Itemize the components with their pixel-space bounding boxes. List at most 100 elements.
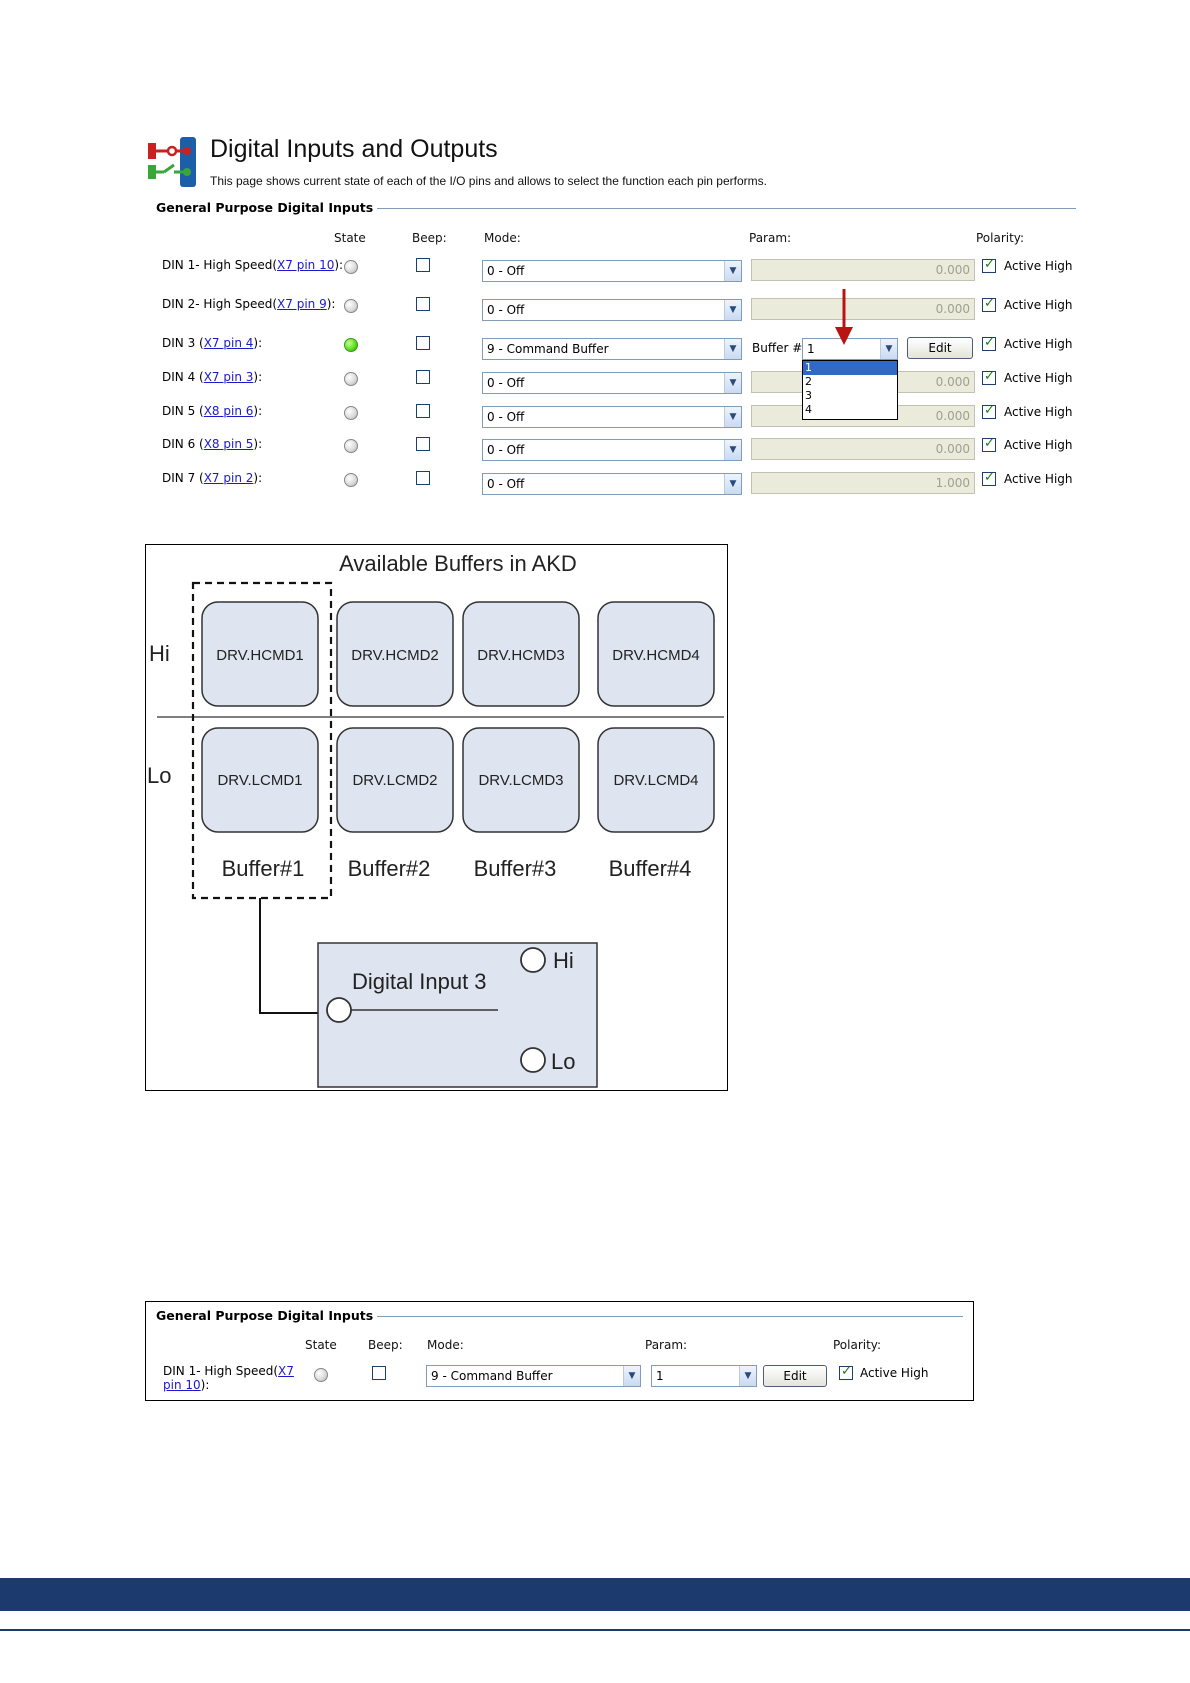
din-label: DIN 2- High Speed(X7 pin 9): — [162, 297, 336, 311]
pin-link[interactable]: X7 pin 3 — [203, 370, 254, 384]
lo-label: Lo — [147, 763, 171, 788]
pin-link[interactable]: X7 pin 4 — [203, 336, 254, 350]
beep-checkbox[interactable] — [416, 370, 430, 384]
pin-link[interactable]: X7 pin 10 — [277, 258, 335, 272]
active-high-checkbox[interactable] — [982, 403, 996, 419]
polarity-label: Active High — [860, 1366, 929, 1380]
chevron-down-icon: ▼ — [739, 1366, 756, 1386]
beep-checkbox[interactable] — [416, 297, 430, 311]
chevron-down-icon: ▼ — [724, 339, 741, 359]
pin-link[interactable]: X8 pin 5 — [203, 437, 254, 451]
mode-select[interactable]: 0 - Off▼ — [482, 299, 742, 321]
beep-checkbox[interactable] — [416, 404, 430, 418]
mode-select[interactable]: 9 - Command Buffer▼ — [482, 338, 742, 360]
input-lo-label: Lo — [551, 1049, 575, 1074]
chevron-down-icon: ▼ — [623, 1366, 640, 1386]
mode-select[interactable]: 9 - Command Buffer▼ — [426, 1365, 641, 1387]
buffers-diagram: Available Buffers in AKD Hi Lo DRV.HCMD1… — [145, 544, 728, 1091]
buffer-option[interactable]: 2 — [805, 375, 812, 388]
buffer-select[interactable]: 1▼ — [802, 338, 898, 360]
lcmd4-box — [597, 727, 715, 833]
chevron-down-icon: ▼ — [724, 373, 741, 393]
active-high-checkbox[interactable] — [982, 257, 996, 273]
lcmd1-text: DRV.LCMD1 — [217, 772, 302, 789]
polarity-label: Active High — [1004, 438, 1073, 452]
param-field[interactable]: 0.000 — [751, 259, 975, 281]
param-field[interactable]: 1.000 — [751, 472, 975, 494]
diagram-title: Available Buffers in AKD — [339, 551, 577, 576]
hcmd4-text: DRV.HCMD4 — [612, 647, 700, 664]
col-mode-header: Mode: — [484, 231, 521, 245]
state-led — [344, 473, 358, 487]
digital-inputs-example-panel: General Purpose Digital Inputs State Bee… — [145, 1301, 974, 1401]
beep-checkbox[interactable] — [416, 437, 430, 451]
buffer4-label: Buffer#4 — [609, 856, 692, 881]
din-label: DIN 3 (X7 pin 4): — [162, 336, 263, 350]
state-led — [344, 299, 358, 313]
group-divider — [336, 1316, 963, 1317]
din-row-6: DIN 6 (X8 pin 5): 0 - Off▼ 0.000 Active … — [146, 433, 1076, 463]
lcmd1-box — [201, 727, 319, 833]
col-beep-header: Beep: — [412, 231, 447, 245]
din-row-2: DIN 2- High Speed(X7 pin 9): 0 - Off▼ 0.… — [146, 293, 1076, 323]
polarity-label: Active High — [1004, 337, 1073, 351]
mode-select[interactable]: 0 - Off▼ — [482, 260, 742, 282]
buffer3-label: Buffer#3 — [474, 856, 557, 881]
hcmd3-text: DRV.HCMD3 — [477, 647, 565, 664]
edit-button[interactable]: Edit — [907, 337, 973, 359]
digital-input-title: Digital Input 3 — [352, 969, 487, 994]
col-beep-header: Beep: — [368, 1338, 403, 1352]
pin-link[interactable]: X7 pin 9 — [277, 297, 327, 311]
digital-inputs-group: General Purpose Digital Inputs State Bee… — [146, 200, 1076, 500]
beep-checkbox[interactable] — [372, 1366, 386, 1380]
param-field[interactable]: 0.000 — [751, 438, 975, 460]
beep-checkbox[interactable] — [416, 258, 430, 272]
mode-select[interactable]: 0 - Off▼ — [482, 372, 742, 394]
state-led-active — [344, 338, 358, 352]
din-row-1: DIN 1- High Speed(X7 pin 10): 0 - Off▼ 0… — [146, 254, 1076, 284]
active-high-checkbox[interactable] — [839, 1364, 853, 1380]
io-logo-icon — [148, 137, 196, 187]
active-high-checkbox[interactable] — [982, 470, 996, 486]
beep-checkbox[interactable] — [416, 471, 430, 485]
pin-link[interactable]: X7 pin 2 — [203, 471, 254, 485]
buffer-option[interactable]: 1 — [803, 361, 897, 375]
hcmd2-box — [336, 601, 454, 707]
chevron-down-icon: ▼ — [724, 300, 741, 320]
col-param-header: Param: — [749, 231, 792, 245]
edit-button[interactable]: Edit — [763, 1365, 827, 1387]
buffer-option[interactable]: 4 — [805, 403, 812, 416]
red-arrow-icon — [835, 289, 853, 345]
active-high-checkbox[interactable] — [982, 369, 996, 385]
din-row-5: DIN 5 (X8 pin 6): 0 - Off▼ 0.000 Active … — [146, 400, 1076, 430]
din-label: DIN 5 (X8 pin 6): — [162, 404, 263, 418]
polarity-label: Active High — [1004, 298, 1073, 312]
page-description: This page shows current state of each of… — [210, 174, 767, 188]
param-field[interactable]: 0.000 — [751, 298, 975, 320]
param-select[interactable]: 1▼ — [651, 1365, 757, 1387]
mode-select[interactable]: 0 - Off▼ — [482, 473, 742, 495]
buffer-option[interactable]: 3 — [805, 389, 812, 402]
hcmd1-text: DRV.HCMD1 — [216, 647, 304, 664]
mode-select[interactable]: 0 - Off▼ — [482, 406, 742, 428]
input-hi-label: Hi — [553, 948, 574, 973]
polarity-label: Active High — [1004, 371, 1073, 385]
input-lo-circle — [520, 1047, 546, 1073]
digital-input-box — [317, 942, 598, 1088]
mode-select[interactable]: 0 - Off▼ — [482, 439, 742, 461]
beep-checkbox[interactable] — [416, 336, 430, 350]
active-high-checkbox[interactable] — [982, 436, 996, 452]
pin-link[interactable]: X8 pin 6 — [203, 404, 254, 418]
state-led — [344, 439, 358, 453]
page-header: Digital Inputs and Outputs This page sho… — [146, 133, 1076, 193]
polarity-label: Active High — [1004, 472, 1073, 486]
connector-line — [259, 898, 334, 1014]
din-row-7: DIN 7 (X7 pin 2): 0 - Off▼ 1.000 Active … — [146, 467, 1076, 497]
page-title: Digital Inputs and Outputs — [210, 135, 498, 163]
lcmd2-text: DRV.LCMD2 — [352, 772, 437, 789]
pin-link[interactable]: X7 — [278, 1364, 294, 1378]
pin-link[interactable]: pin 10 — [163, 1378, 201, 1392]
active-high-checkbox[interactable] — [982, 296, 996, 312]
hcmd2-text: DRV.HCMD2 — [351, 647, 439, 664]
active-high-checkbox[interactable] — [982, 335, 996, 351]
